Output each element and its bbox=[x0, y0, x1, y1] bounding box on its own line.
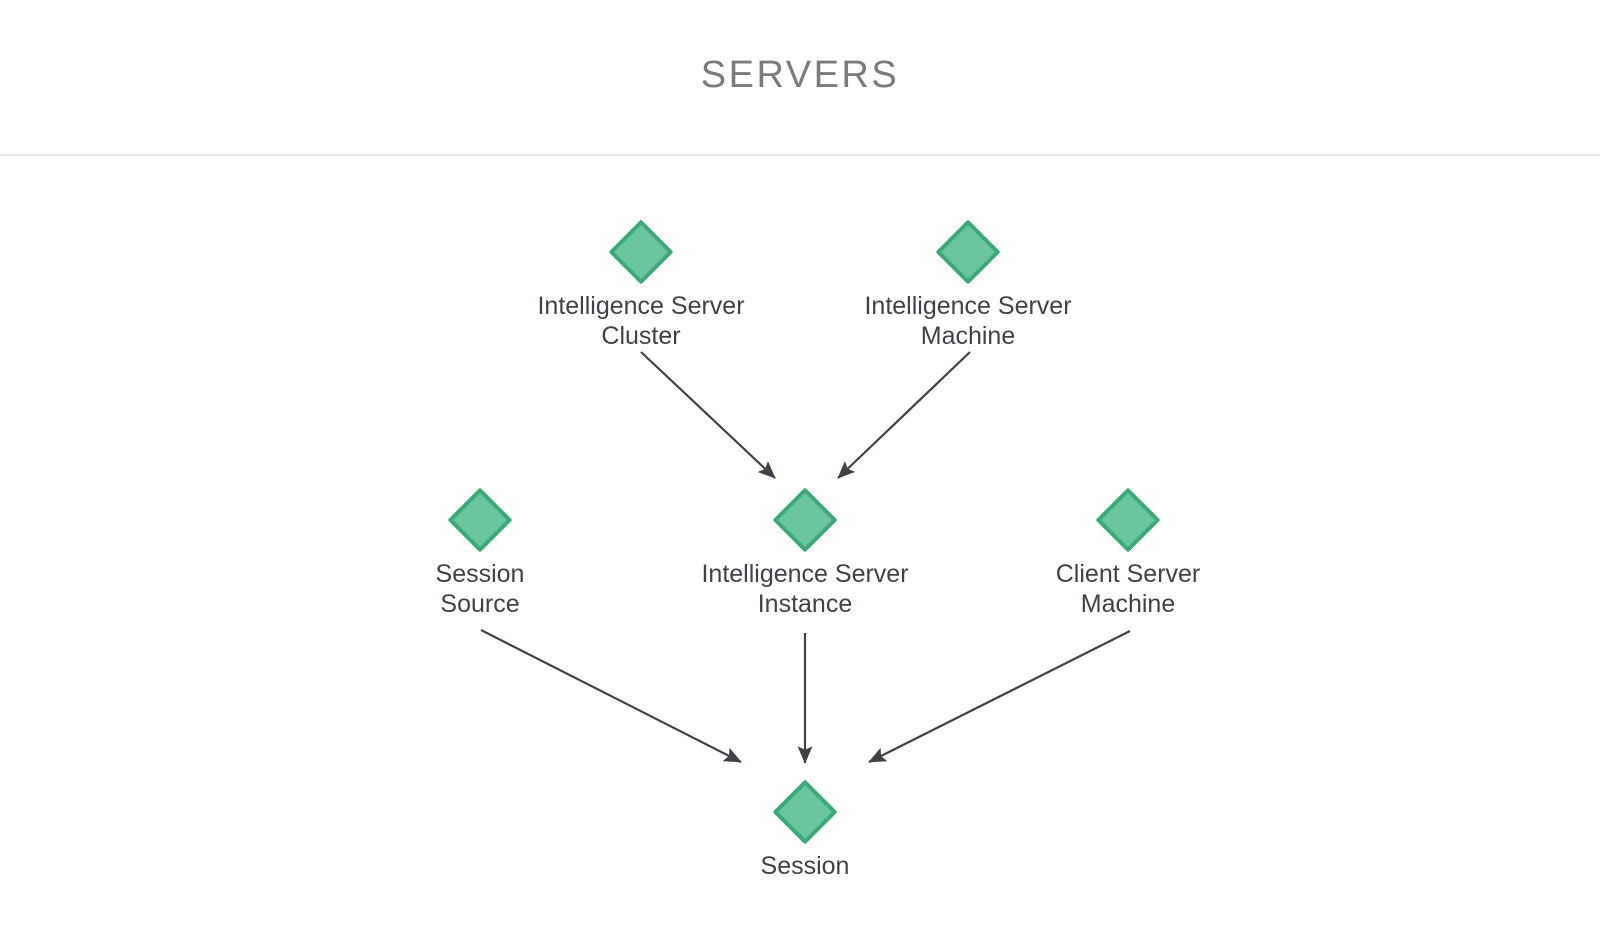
node-label: Client Server Machine bbox=[1055, 560, 1201, 618]
diamond-icon bbox=[772, 779, 838, 845]
node-intelligence-server-cluster[interactable]: Intelligence Server Cluster bbox=[491, 219, 791, 351]
edge-client-server-machine-to-session bbox=[868, 630, 1131, 763]
page-header: SERVERS bbox=[0, 0, 1600, 156]
diamond-icon bbox=[608, 219, 674, 285]
diamond-icon bbox=[935, 219, 1001, 285]
edge-intelligence-server-machine-to-intelligence-server-instance bbox=[837, 351, 971, 479]
node-intelligence-server-machine[interactable]: Intelligence Server Machine bbox=[818, 219, 1118, 351]
node-label: Intelligence Server Machine bbox=[864, 292, 1072, 350]
edge-intelligence-server-cluster-to-intelligence-server-instance bbox=[640, 351, 776, 479]
node-label: Intelligence Server Cluster bbox=[537, 292, 745, 350]
diamond-icon bbox=[772, 487, 838, 553]
node-label: Session bbox=[760, 852, 850, 880]
node-session[interactable]: Session bbox=[655, 779, 955, 881]
diamond-icon bbox=[447, 487, 513, 553]
node-label: Session Source bbox=[435, 560, 525, 618]
page-title: SERVERS bbox=[700, 54, 900, 96]
node-session-source[interactable]: Session Source bbox=[330, 487, 630, 619]
edge-session-source-to-session bbox=[480, 629, 742, 763]
node-intelligence-server-instance[interactable]: Intelligence Server Instance bbox=[655, 487, 955, 619]
node-label: Intelligence Server Instance bbox=[701, 560, 909, 618]
diamond-icon bbox=[1095, 487, 1161, 553]
node-client-server-machine[interactable]: Client Server Machine bbox=[978, 487, 1278, 619]
